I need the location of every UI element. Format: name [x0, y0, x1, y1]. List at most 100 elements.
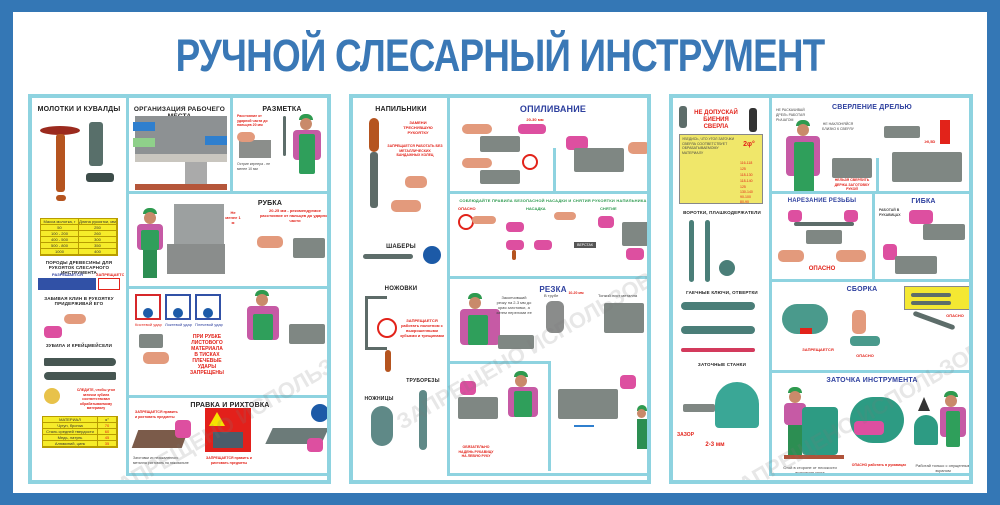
- marking-heading: РАЗМЕТКА: [262, 106, 302, 113]
- marking-section: РАЗМЕТКА Расстояние от ударной части до …: [230, 98, 327, 194]
- glove-icon: [175, 420, 191, 438]
- glove-icon: [854, 421, 884, 435]
- workplace-section: ОРГАНИЗАЦИЯ РАБОЧЕГО МЕСТА: [126, 98, 233, 194]
- vise-icon: [622, 222, 647, 246]
- floor-grate-icon: [135, 184, 227, 190]
- hacksaws-heading: НОЖОВКИ: [384, 286, 418, 292]
- vise-icon: [832, 158, 872, 178]
- vise-icon: [806, 230, 842, 244]
- adjustable-wrench-icon: [681, 326, 755, 334]
- clamp-icon: [940, 120, 950, 144]
- drilling-note: НЕ РАСКАЧИВАЙ ДРЕЛЬ РАБОТАЯ РЫЧАГОМ: [776, 108, 805, 122]
- hand-icon: [462, 124, 492, 134]
- blow-label: Кистевой удар: [135, 322, 162, 327]
- allowed-wood-icons: [38, 278, 96, 290]
- files-red-note-rings: ЗАПРЕЩАЕТСЯ РАБОТАТЬ БЕЗ МЕТАЛЛИЧЕСКИХ Б…: [387, 144, 443, 157]
- chopping-forbidden-note: ПРИ РУБКЕ ЛИСТОВОГО МАТЕРИАЛА В ТИСКАХ П…: [190, 334, 224, 376]
- hacksaw-handle-icon: [385, 350, 391, 372]
- wood-allowed-label: РАЗРЕШАЕТСЯ: [52, 272, 83, 277]
- drilling-dimension: ≥0,5D: [924, 139, 936, 144]
- sharpening-caption: Стой в стороне от плоскости вращения кру…: [783, 465, 837, 475]
- glove-icon: [307, 438, 323, 452]
- glove-icon: [844, 210, 858, 222]
- lamp-icon: [918, 397, 930, 411]
- grinder-icon: [914, 415, 938, 445]
- chopping-red-note: 20-25 мм - рекомендуемое расстояние от п…: [259, 208, 330, 223]
- taps-heading: ВОРОТКИ, ПЛАШКОДЕРЖАТЕЛИ: [683, 210, 761, 215]
- chisel-icon: [44, 358, 116, 366]
- workbench-drawers-icon: [185, 162, 207, 184]
- assembly-red-note: ОПАСНО: [856, 353, 874, 358]
- bending-note: РАБОТАЙ В РУКАВИЦАХ: [879, 208, 901, 217]
- workbench-top-icon: [135, 154, 227, 162]
- warning-sign-icon: [205, 408, 251, 452]
- tap-wrench-icon: [689, 220, 694, 282]
- sharpening-red-caption: ОПАСНО работать в рукавицах: [851, 463, 907, 467]
- hand-icon: [628, 142, 647, 154]
- gap-size-label: 2-3 мм: [705, 442, 725, 448]
- arrow-icon: [574, 425, 594, 427]
- hand-icon: [778, 250, 804, 262]
- hand-icon: [237, 132, 255, 142]
- angle-row: 80-90: [740, 200, 749, 204]
- hand-icon: [405, 176, 427, 188]
- die-holder-icon: [705, 220, 710, 282]
- scrapers-heading: ШАБЕРЫ: [386, 244, 416, 250]
- angle-row: 118-130: [740, 173, 753, 177]
- vise-icon: [293, 238, 325, 258]
- warning-circle-icon: [522, 154, 538, 170]
- drill-chuck-icon: [679, 106, 687, 128]
- assembly-red-note: ЗАПРЕЩАЕТСЯ: [802, 347, 834, 352]
- straightening-red-note: ЗАПРЕЩАЕТСЯ править и рихтовать предметы: [206, 456, 252, 465]
- handle-rules-section: СОБЛЮДАЙТЕ ПРАВИЛА БЕЗОПАСНОЙ НАСАДКИ И …: [447, 191, 647, 279]
- step-label: СНЯТИЕ: [600, 206, 617, 211]
- step-label: НАСАДКА: [526, 206, 546, 211]
- wood-forbidden-label: ЗАПРЕЩАЕТСЯ: [96, 272, 124, 277]
- angle-row: 130-140: [740, 190, 753, 194]
- drill-bits-note: УБЕДИСЬ, ЧТО УГОЛ ЗАТОЧКИ СВЕРЛА СООТВЕТ…: [682, 137, 735, 155]
- vise-icon: [139, 334, 163, 348]
- hand-icon: [143, 352, 169, 364]
- grinder-icon: [715, 382, 759, 428]
- vise-icon: [498, 335, 534, 349]
- threading-heading: НАРЕЗАНИЕ РЕЗЬБЫ: [787, 198, 857, 204]
- blow-label: Локтевой удар: [165, 322, 192, 327]
- angle-row: 125: [740, 167, 746, 171]
- pipe-cutters-heading: ТРУБОРЕЗЫ: [406, 378, 440, 384]
- vise-icon: [289, 324, 325, 344]
- grinders-heading: ЗАТОЧНЫЕ СТАНКИ: [697, 362, 747, 367]
- vise-icon: [480, 170, 520, 184]
- divider: [553, 148, 556, 191]
- pipe-cutting-vise-icon: [558, 389, 618, 419]
- drill-bit-icon: [749, 108, 757, 132]
- cutting-note: Закончивший резку на 2-3 мм до края заго…: [496, 295, 532, 315]
- filing-heading: ОПИЛИВАНИЕ: [519, 104, 587, 114]
- vise-icon: [480, 136, 520, 152]
- divider: [450, 361, 550, 364]
- angle-label: 2φ°: [743, 141, 755, 148]
- file-handle-icon: [512, 250, 516, 260]
- hand-icon: [472, 216, 496, 224]
- label-box: [133, 138, 155, 147]
- defect-circle-icon: [377, 318, 397, 338]
- glove-icon: [909, 210, 933, 224]
- glove-icon: [788, 210, 802, 222]
- wrist-blow-icon: [135, 294, 161, 320]
- angle-row: 90-100: [740, 195, 751, 199]
- die-icon: [719, 260, 735, 276]
- grinding-machine-icon: [802, 407, 838, 455]
- shears-heading: НОЖНИЦЫ: [364, 396, 394, 402]
- glove-icon: [506, 240, 524, 250]
- angle-row: 118-140: [740, 179, 753, 183]
- hammer-head-icon: [40, 126, 80, 135]
- cutting-label: В трубе: [544, 293, 559, 298]
- vise-icon: [895, 256, 937, 274]
- files-red-note: ЗАМЕНИ ТРЕСНУВШУЮ РУКОЯТКУ: [403, 120, 433, 135]
- bench-label: ВЕРСТАК: [574, 242, 596, 248]
- goggles-required-icon: [311, 404, 327, 422]
